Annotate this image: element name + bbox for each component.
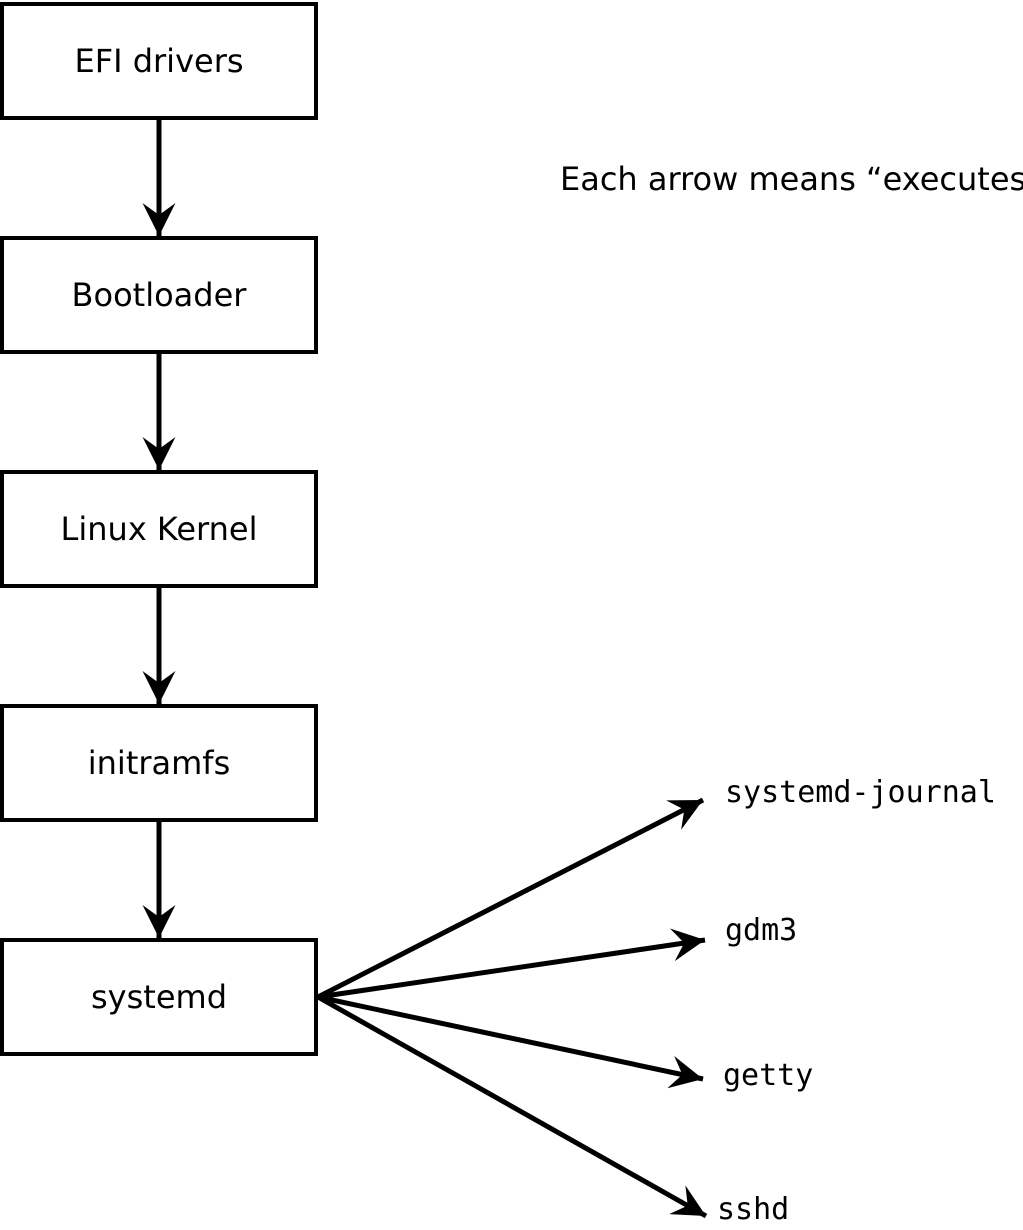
arrow-systemd-to-systemd-journal <box>316 797 705 1000</box>
arrow-systemd-to-sshd <box>316 994 708 1219</box>
node-linux-kernel-label: Linux Kernel <box>60 510 258 548</box>
arrow-systemd-to-gdm3 <box>317 928 706 1000</box>
arrow-systemd-to-getty <box>317 994 704 1089</box>
arrow-legend-note: Each arrow means “executes”. <box>560 160 1023 198</box>
label-getty: getty <box>723 1058 814 1093</box>
node-efi-drivers-label: EFI drivers <box>74 42 244 80</box>
node-initramfs-label: initramfs <box>87 744 231 782</box>
node-systemd: systemd <box>0 938 318 1056</box>
label-gdm3: gdm3 <box>725 913 798 948</box>
label-sshd: sshd <box>717 1192 790 1227</box>
node-systemd-label: systemd <box>91 978 227 1016</box>
node-bootloader: Bootloader <box>0 236 318 354</box>
node-efi-drivers: EFI drivers <box>0 2 318 120</box>
node-linux-kernel: Linux Kernel <box>0 470 318 588</box>
node-initramfs: initramfs <box>0 704 318 822</box>
node-bootloader-label: Bootloader <box>71 276 247 314</box>
label-systemd-journal: systemd-journal <box>725 775 996 810</box>
